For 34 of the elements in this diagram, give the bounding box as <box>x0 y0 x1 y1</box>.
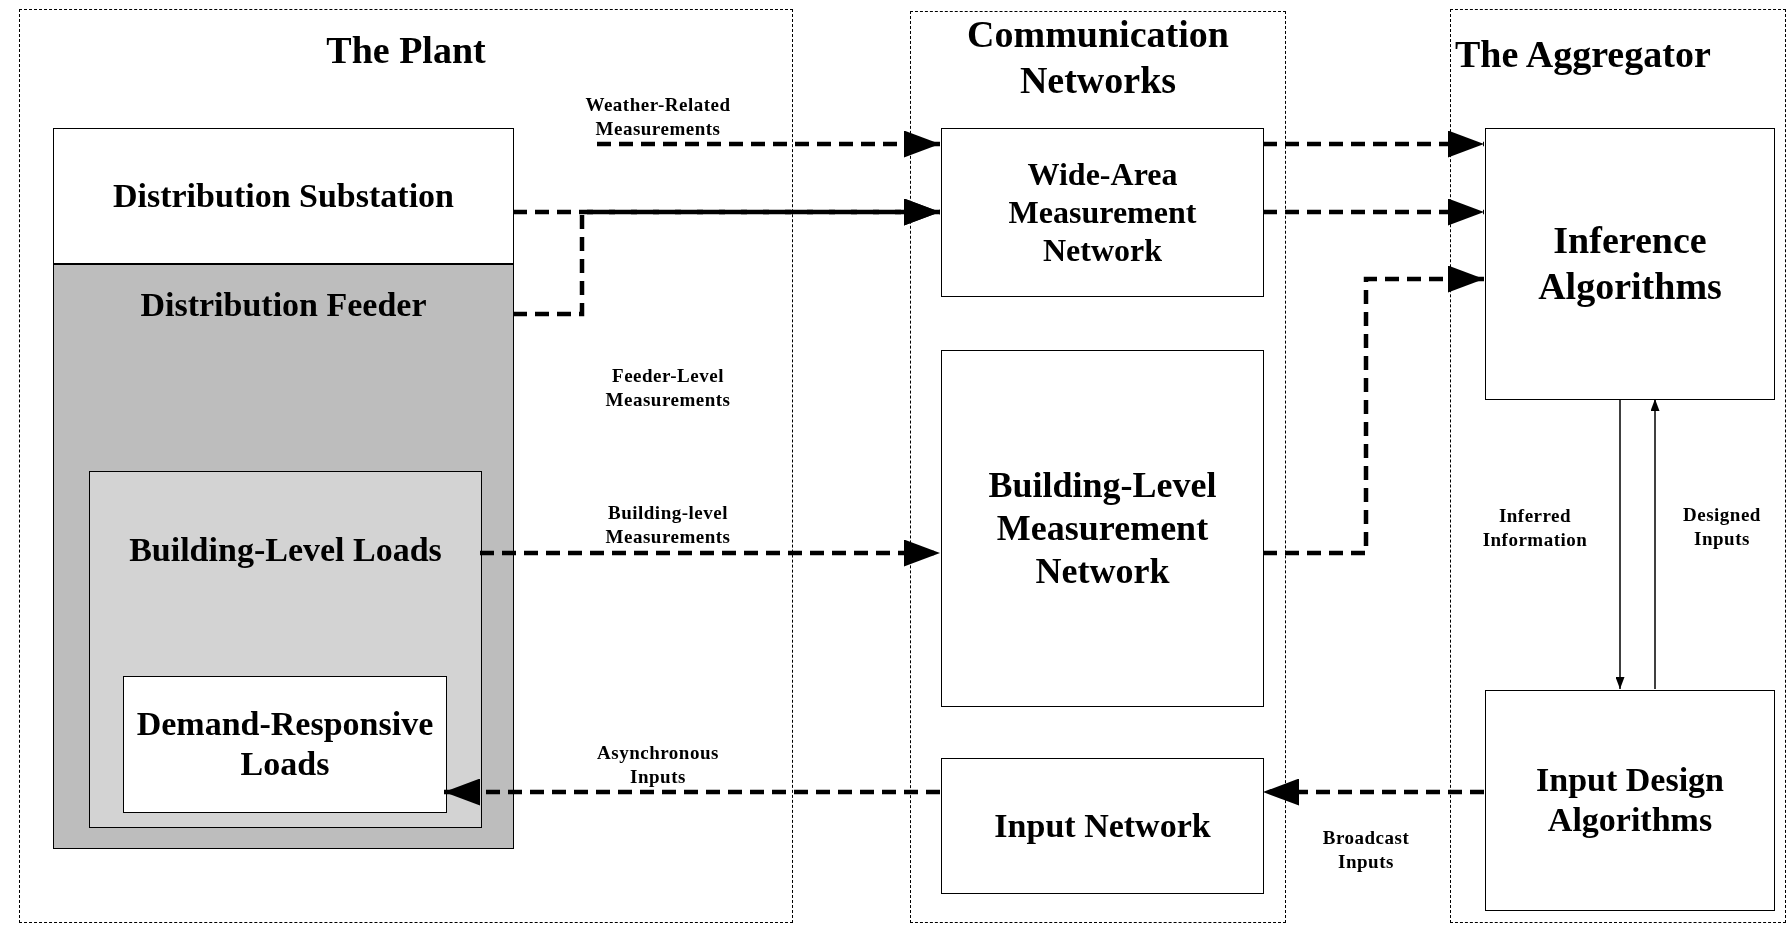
group-title: The Aggregator <box>1455 32 1711 77</box>
group-title: Communication Networks <box>966 12 1230 103</box>
block-label: Distribution Feeder <box>139 285 428 325</box>
group-title: The Plant <box>325 28 487 73</box>
arrow <box>444 778 940 806</box>
dashed-group-frame <box>19 9 793 923</box>
block-box <box>53 264 514 849</box>
block-label: Building-Level Measurement Network <box>987 463 1218 594</box>
arrow <box>513 198 940 317</box>
block-box <box>1485 128 1775 400</box>
dashed-group-frame <box>1450 9 1786 923</box>
block-label: Input Design Algorithms <box>1535 759 1725 841</box>
arrow <box>1263 778 1484 806</box>
block-box <box>1485 690 1775 911</box>
arrow <box>480 539 940 567</box>
arrow <box>1615 398 1625 690</box>
block-label: Building-Level Loads <box>128 530 443 570</box>
arrow <box>1263 130 1484 158</box>
arrow <box>1263 265 1484 556</box>
block-label: Demand-Responsive Loads <box>135 703 435 785</box>
block-box <box>941 758 1264 894</box>
arrow <box>1650 398 1660 690</box>
block-box <box>53 128 514 264</box>
block-box <box>941 350 1264 707</box>
block-label: Distribution Substation <box>111 175 455 216</box>
arrow <box>597 130 940 158</box>
block-box <box>941 128 1264 297</box>
block-box <box>89 471 482 828</box>
arrow <box>1263 198 1484 226</box>
block-label: Input Network <box>993 805 1212 846</box>
dashed-group-frame <box>910 11 1286 923</box>
block-box <box>123 676 447 813</box>
block-label: Wide-Area Measurement Network <box>1007 154 1198 271</box>
block-label: Inference Algorithms <box>1537 218 1723 309</box>
